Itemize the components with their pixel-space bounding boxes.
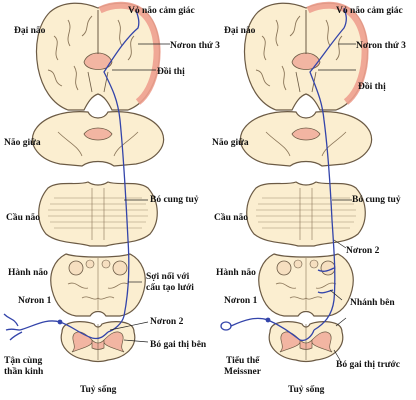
right-label-nao-giua: Não giữa — [212, 138, 249, 148]
right-label-noron1: Nơron 1 — [224, 296, 258, 306]
left-label-dai-nao: Đại não — [14, 26, 46, 36]
right-label-nhanh-ben: Nhánh bên — [350, 298, 395, 308]
right-label-doi-thi: Đồi thị — [358, 82, 386, 92]
right-cerebrum — [245, 3, 368, 110]
left-label-tuy-song: Tuỷ sống — [80, 385, 117, 395]
right-label-tieu-the-1: Tiểu thể — [226, 356, 260, 366]
left-label-noron2: Nơron 2 — [150, 317, 184, 327]
left-label-noron3: Nơron thứ 3 — [170, 41, 220, 51]
left-label-cau-nao: Cầu não — [6, 213, 41, 223]
left-label-soi-noi-1: Sợi nối với — [146, 272, 190, 282]
right-medulla — [258, 253, 354, 317]
right-label-vo-nao: Vỏ não cảm giác — [336, 6, 403, 16]
right-label-tieu-the-2: Meissner — [224, 367, 261, 377]
right-label-dai-nao: Đại não — [224, 26, 256, 36]
left-medulla — [50, 253, 146, 317]
left-pons — [38, 181, 158, 247]
left-label-noron1: Nơron 1 — [18, 296, 52, 306]
left-label-nao-giua: Não giữa — [4, 138, 41, 148]
left-label-tan-cung-2: thần kinh — [4, 367, 44, 377]
right-label-tuy-song: Tuỷ sống — [288, 385, 325, 395]
left-neuron-pathway — [3, 9, 140, 341]
left-label-vo-nao: Vỏ não cảm giác — [128, 6, 195, 16]
left-label-doi-thi: Đồi thị — [157, 67, 185, 77]
left-label-bo-cung-tuy: Bó cung tuỷ — [150, 195, 199, 205]
leader-lines — [109, 7, 356, 361]
right-label-noron2: Nơron 2 — [346, 246, 380, 256]
left-label-tan-cung-1: Tận cùng — [4, 356, 43, 366]
right-label-hanh-nao: Hành não — [216, 268, 256, 278]
left-cerebrum — [37, 3, 160, 110]
right-neuron1-soma — [265, 317, 271, 323]
right-label-cau-nao: Cầu não — [214, 213, 249, 223]
right-label-noron3: Nơron thứ 3 — [356, 41, 406, 51]
right-pons — [246, 181, 366, 247]
left-label-hanh-nao: Hành não — [8, 268, 48, 278]
right-label-bo-gai-thi-truoc: Bó gai thị trước — [336, 360, 400, 370]
left-label-soi-noi-2: cấu tạo lưới — [146, 283, 194, 293]
left-label-bo-gai-thi-ben: Bó gai thị bên — [150, 340, 207, 350]
left-neuron1-soma — [57, 319, 63, 325]
left-midbrain — [31, 111, 165, 167]
right-label-bo-cung-tuy: Bó cung tuỷ — [352, 195, 401, 205]
right-midbrain — [239, 111, 373, 167]
right-spinal-cord — [268, 321, 344, 363]
right-neuron-pathway — [220, 7, 347, 342]
